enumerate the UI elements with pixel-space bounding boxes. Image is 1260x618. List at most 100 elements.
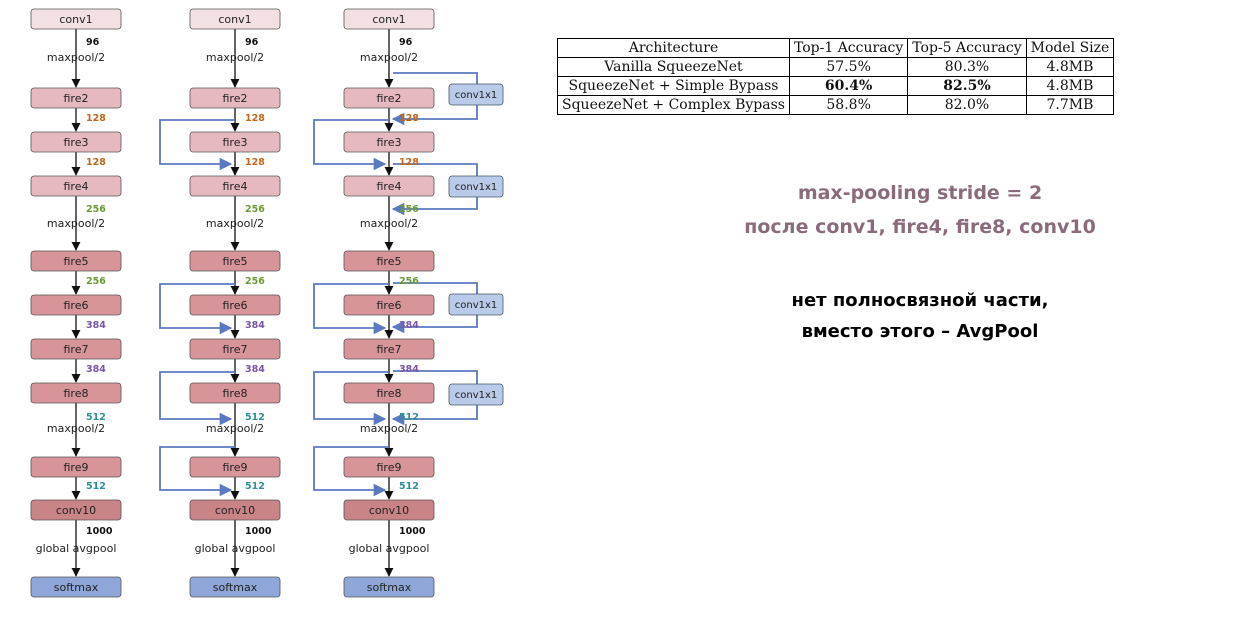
connection-lines (71, 29, 478, 577)
channel-count-label: 256 (86, 276, 106, 287)
fc-note-line2: вместо этого – AvgPool (801, 321, 1039, 342)
layer-block-label: conv10 (369, 504, 409, 517)
pooling-op-label: global avgpool (349, 542, 430, 555)
layer-block-fire2 (189, 87, 281, 109)
conv1x1-block (448, 83, 504, 106)
layer-block-fire5 (30, 250, 122, 272)
simple-bypass-arrow (313, 446, 389, 497)
channel-count-label: 1000 (399, 526, 426, 537)
channel-count-label: 1000 (245, 526, 272, 537)
layer-block-label: fire5 (223, 255, 248, 268)
channel-count-label: 384 (86, 320, 106, 331)
architecture-diagram: conv1fire2fire3fire4fire5fire6fire7fire8… (30, 8, 504, 598)
layer-block-fire5 (343, 250, 435, 272)
pooling-op-label: maxpool/2 (47, 422, 105, 435)
cell-top1: 58.8% (788, 95, 909, 115)
channel-count-label: 512 (86, 412, 106, 423)
cell-size: 7.7MB (1025, 95, 1115, 115)
layer-block-label: fire7 (377, 343, 402, 356)
layer-blocks (30, 8, 504, 598)
channel-count-label: 384 (245, 364, 265, 375)
channel-count-label: 128 (245, 157, 265, 168)
cell-size: 4.8MB (1025, 76, 1115, 96)
pooling-note: max-pooling stride = 2 после conv1, fire… (690, 176, 1150, 244)
layer-block-conv1 (189, 8, 281, 30)
layer-block-label: fire8 (223, 387, 248, 400)
layer-block-fire7 (30, 338, 122, 360)
layer-block-fire3 (30, 131, 122, 153)
layer-block-fire2 (30, 87, 122, 109)
layer-block-conv10 (343, 499, 435, 521)
channel-count-label: 128 (86, 157, 106, 168)
cell-top1: 57.5% (788, 57, 909, 77)
conv1x1-label: conv1x1 (455, 300, 498, 311)
header-model-size: Model Size (1025, 38, 1115, 58)
pooling-op-label: global avgpool (36, 542, 117, 555)
layer-block-label: fire7 (223, 343, 248, 356)
cell-top5: 82.0% (907, 95, 1027, 115)
layer-block-label: fire8 (64, 387, 89, 400)
layer-block-fire9 (30, 456, 122, 478)
pooling-note-line1: max-pooling stride = 2 (797, 182, 1043, 204)
layer-block-fire4 (343, 175, 435, 197)
channel-count-label: 128 (245, 113, 265, 124)
channel-count-label: 128 (86, 113, 106, 124)
fc-note: нет полносвязной части, вместо этого – A… (690, 285, 1150, 347)
pooling-note-line2: после conv1, fire4, fire8, conv10 (744, 216, 1096, 238)
pooling-op-label: maxpool/2 (360, 217, 418, 230)
layer-block-fire2 (343, 87, 435, 109)
cell-architecture: Vanilla SqueezeNet (557, 57, 790, 77)
layer-block-fire7 (343, 338, 435, 360)
layer-block-label: softmax (367, 581, 412, 594)
conv1x1-label: conv1x1 (455, 182, 498, 193)
pooling-op-label: maxpool/2 (360, 51, 418, 64)
simple-bypass-arrow (159, 371, 235, 426)
layer-block-label: fire6 (64, 299, 89, 312)
layer-block-label: fire9 (223, 461, 248, 474)
layer-block-label: softmax (213, 581, 258, 594)
channel-count-label: 384 (86, 364, 106, 375)
channel-count-label: 256 (399, 204, 419, 215)
layer-block-conv1 (343, 8, 435, 30)
table-row: Vanilla SqueezeNet 57.5% 80.3% 4.8MB (557, 57, 1115, 77)
layer-block-fire8 (343, 382, 435, 404)
layer-block-label: fire5 (64, 255, 89, 268)
layer-block-fire9 (343, 456, 435, 478)
layer-block-fire8 (189, 382, 281, 404)
simple-bypass-arrow (313, 119, 389, 171)
layer-block-fire6 (189, 294, 281, 316)
layer-block-label: fire4 (377, 180, 402, 193)
layer-block-label: fire6 (223, 299, 248, 312)
layer-block-fire6 (343, 294, 435, 316)
layer-block-label: fire3 (377, 136, 402, 149)
channel-count-label: 384 (399, 364, 419, 375)
layer-block-label: fire4 (64, 180, 89, 193)
table-row: SqueezeNet + Simple Bypass 60.4% 82.5% 4… (557, 76, 1115, 96)
cell-architecture: SqueezeNet + Complex Bypass (557, 95, 790, 115)
channel-count-label: 512 (245, 412, 265, 423)
channel-count-label: 384 (245, 320, 265, 331)
layer-block-conv10 (30, 499, 122, 521)
conv1x1-label: conv1x1 (455, 390, 498, 401)
layer-block-label: fire5 (377, 255, 402, 268)
layer-block-fire4 (30, 175, 122, 197)
layer-block-fire8 (30, 382, 122, 404)
channel-count-label: 256 (245, 204, 265, 215)
channel-count-label: 512 (86, 481, 106, 492)
layer-block-label: fire3 (64, 136, 89, 149)
channel-count-label: 512 (399, 481, 419, 492)
pooling-op-label: maxpool/2 (47, 51, 105, 64)
results-table: Architecture Top-1 Accuracy Top-5 Accura… (557, 38, 1115, 115)
channel-count-label: 128 (399, 113, 419, 124)
channel-count-label: 256 (86, 204, 106, 215)
channel-count-label: 512 (399, 412, 419, 423)
layer-block-label: conv10 (56, 504, 96, 517)
layer-block-label: conv1 (59, 13, 92, 26)
simple-bypass-arrow (313, 371, 389, 426)
channel-count-label: 256 (399, 276, 419, 287)
layer-block-label: fire6 (377, 299, 402, 312)
layer-labels: conv1fire2fire3fire4fire5fire6fire7fire8… (36, 13, 498, 594)
channel-count-label: 96 (86, 37, 100, 48)
conv1x1-block (448, 293, 504, 316)
channel-count-label: 1000 (86, 526, 113, 537)
